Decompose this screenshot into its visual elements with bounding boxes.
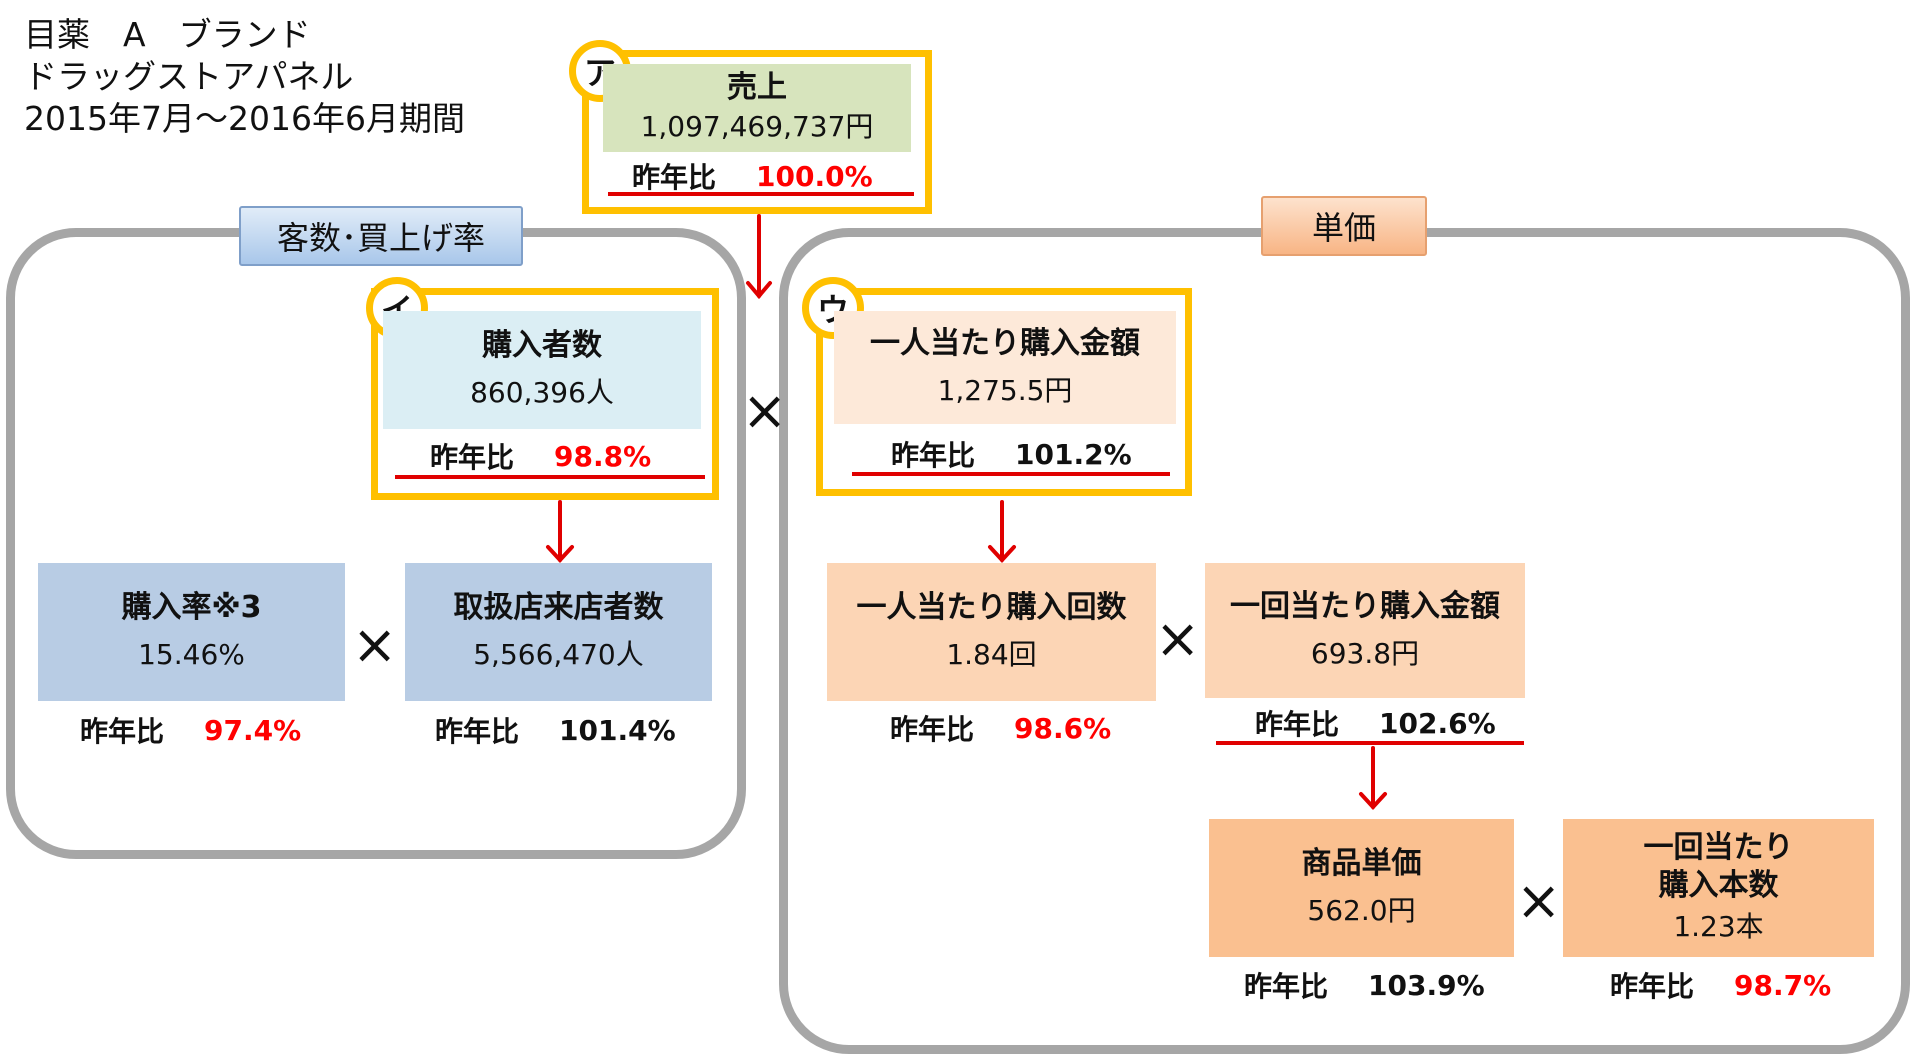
unit-price-value: 562.0円 [1307, 894, 1416, 927]
amount-per-person-title: 一人当たり購入金額 [870, 325, 1140, 361]
amount-per-person-value: 1,275.5円 [937, 373, 1073, 407]
purchase-rate-box: 購入率※3 15.46% [38, 563, 345, 701]
units-per-time-value: 1.23本 [1673, 910, 1764, 943]
amount-per-person-yoy: 昨年比 101.2% [891, 434, 1132, 474]
purchase-rate-yoy: 昨年比 97.4% [80, 710, 301, 750]
purchase-rate-title: 購入率※3 [121, 590, 262, 625]
unit-price-title: 商品単価 [1301, 846, 1422, 881]
purchase-rate-yoy-value: 97.4% [204, 713, 302, 747]
buyers-underline [395, 475, 705, 479]
times-price: × [1516, 869, 1562, 932]
arrow-buyers-head [546, 545, 574, 563]
store-visitors-yoy-value: 101.4% [559, 713, 676, 747]
amount-per-person-frame [816, 288, 1192, 496]
purchase-rate-yoy-label: 昨年比 [80, 715, 165, 748]
unit-price-yoy-label: 昨年比 [1244, 970, 1329, 1003]
amount-per-time-yoy-value: 102.6% [1379, 706, 1496, 740]
times-per-person-value: 1.84回 [946, 638, 1037, 671]
amount-per-person-yoy-label: 昨年比 [891, 439, 976, 472]
buyers-yoy: 昨年比 98.8% [430, 436, 651, 476]
amount-per-person-yoy-value: 101.2% [1015, 437, 1132, 471]
buyers-yoy-label: 昨年比 [430, 441, 515, 474]
sales-title: 売上 [727, 70, 787, 105]
times-per-person-title: 一人当たり購入回数 [856, 590, 1127, 625]
store-visitors-box: 取扱店来店者数 5,566,470人 [405, 563, 712, 701]
buyers-title: 購入者数 [482, 328, 602, 363]
amount-per-person-box: 一人当たり購入金額 1,275.5円 [834, 311, 1176, 424]
amount-per-time-yoy-label: 昨年比 [1255, 708, 1340, 741]
store-visitors-value: 5,566,470人 [473, 638, 644, 671]
amount-per-time-underline [1216, 741, 1524, 745]
arrow-sales-head [746, 281, 772, 300]
times-per-person-yoy-value: 98.6% [1014, 711, 1112, 745]
sales-box: 売上 1,097,469,737円 [603, 64, 911, 152]
unit-price-yoy-value: 103.9% [1368, 968, 1485, 1002]
sales-yoy-value: 100.0% [756, 159, 873, 193]
buyers-value: 860,396人 [470, 376, 614, 409]
arrow-amount-time-head [1359, 792, 1387, 810]
amount-per-time-title: 一回当たり購入金額 [1230, 588, 1500, 624]
times-buyers: × [352, 613, 398, 676]
units-per-time-title-1: 一回当たり [1643, 830, 1794, 865]
buyers-yoy-value: 98.8% [554, 439, 652, 473]
buyers-box: 購入者数 860,396人 [383, 311, 701, 429]
times-per-person-yoy-label: 昨年比 [890, 713, 975, 746]
units-per-time-yoy: 昨年比 98.7% [1610, 965, 1831, 1005]
sales-frame [582, 50, 932, 214]
units-per-time-yoy-value: 98.7% [1734, 968, 1832, 1002]
amount-per-time-yoy: 昨年比 102.6% [1255, 703, 1496, 743]
header-period: 2015年7月～2016年6月期間 [24, 99, 465, 138]
header: 目薬 A ブランド ドラッグストアパネル 2015年7月～2016年6月期間 [24, 14, 465, 140]
store-visitors-yoy: 昨年比 101.4% [435, 710, 676, 750]
units-per-time-yoy-label: 昨年比 [1610, 970, 1695, 1003]
unit-price-yoy: 昨年比 103.9% [1244, 965, 1485, 1005]
sales-yoy: 昨年比 100.0% [632, 156, 873, 196]
sales-yoy-label: 昨年比 [632, 161, 717, 194]
store-visitors-yoy-label: 昨年比 [435, 715, 520, 748]
amount-per-time-value: 693.8円 [1310, 636, 1420, 670]
buyers-frame [371, 288, 719, 500]
times-unit: × [1155, 607, 1201, 670]
amount-per-person-underline [852, 472, 1170, 476]
store-visitors-title: 取扱店来店者数 [453, 590, 664, 625]
header-panel: ドラッグストアパネル [24, 57, 354, 96]
header-product: 目薬 A ブランド [24, 15, 311, 54]
customer-count-label: 客数･買上げ率 [239, 206, 523, 266]
units-per-time-title-2: 購入本数 [1658, 868, 1779, 903]
units-per-time-box: 一回当たり 購入本数 1.23本 [1563, 819, 1874, 957]
amount-per-time-box: 一回当たり購入金額 693.8円 [1205, 563, 1525, 698]
sales-underline [608, 192, 914, 196]
purchase-rate-value: 15.46% [138, 638, 245, 671]
sales-value: 1,097,469,737円 [640, 110, 874, 143]
times-sales: × [742, 379, 788, 442]
unit-price-box: 商品単価 562.0円 [1209, 819, 1514, 957]
times-per-person-yoy: 昨年比 98.6% [890, 708, 1111, 748]
unit-price-label: 単価 [1261, 196, 1427, 256]
arrow-amount-person-head [988, 545, 1016, 563]
times-per-person-box: 一人当たり購入回数 1.84回 [827, 563, 1156, 701]
